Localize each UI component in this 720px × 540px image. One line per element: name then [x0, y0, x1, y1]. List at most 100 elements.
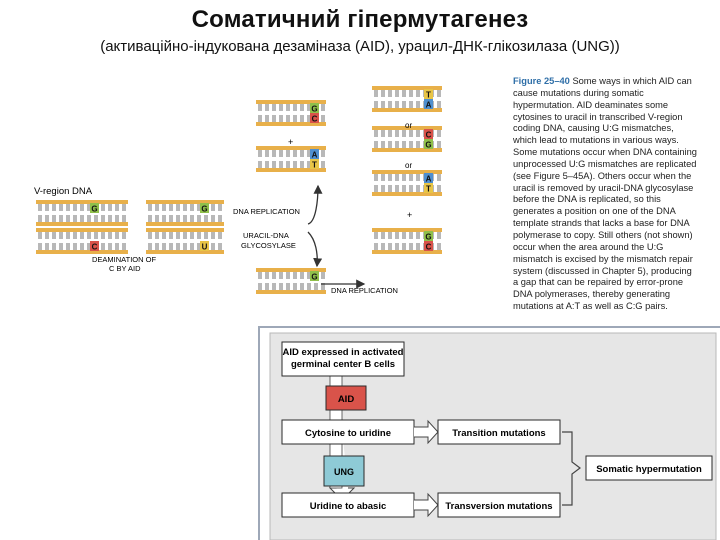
base-rung [272, 272, 276, 279]
base-rung [374, 90, 378, 97]
base-box-G [200, 203, 209, 213]
base-rung [183, 204, 187, 211]
base-rung [265, 150, 269, 157]
base-box-G [310, 271, 319, 281]
base-rung [265, 115, 269, 122]
base-rung [190, 204, 194, 211]
merge-brace [562, 431, 581, 506]
base-rung [286, 115, 290, 122]
figure-caption: Figure 25–40 Some ways in which AID can … [513, 76, 699, 313]
base-rung [300, 104, 304, 111]
base-rung [409, 232, 413, 239]
base-rung [155, 215, 159, 222]
base-rung [395, 101, 399, 108]
cytosine-to-uridine-box [281, 419, 415, 445]
base-rung [395, 185, 399, 192]
base-rung [183, 232, 187, 239]
base-rung [279, 272, 283, 279]
base-rung [395, 243, 399, 250]
base-rung [211, 215, 215, 222]
base-rung [381, 90, 385, 97]
base-rung [402, 174, 406, 181]
base-rung [265, 283, 269, 290]
base-rung [279, 115, 283, 122]
base-rung [272, 283, 276, 290]
base-rung [94, 232, 98, 239]
aid-label: AID [338, 394, 355, 405]
glycosylase-arrow [307, 231, 323, 268]
backbone-top [372, 170, 442, 174]
base-rung [197, 243, 201, 250]
backbone-bottom [146, 250, 224, 254]
base-rung [115, 215, 119, 222]
base-rung [395, 232, 399, 239]
base-rung [211, 232, 215, 239]
base-letter: G [91, 205, 97, 214]
base-rung [272, 104, 276, 111]
base-rung [293, 115, 297, 122]
base-rung [374, 101, 378, 108]
base-rung [314, 283, 318, 290]
base-rung [66, 204, 70, 211]
base-rung [272, 161, 276, 168]
base-letter: T [426, 91, 431, 100]
aid-expressed-line-2: germinal center B cells [291, 359, 395, 370]
base-rung [108, 215, 112, 222]
base-rung [73, 204, 77, 211]
base-rung [321, 115, 325, 122]
dna-replication-label: DNA REPLICATION [233, 207, 300, 216]
base-rung [258, 272, 262, 279]
deaminated-top-strand: G [146, 200, 224, 226]
base-rung [307, 272, 311, 279]
base-rung [218, 215, 222, 222]
base-rung [176, 232, 180, 239]
base-rung [416, 243, 420, 250]
deamination-label-2: C BY AID [109, 264, 141, 273]
base-rung [402, 141, 406, 148]
base-rung [59, 232, 63, 239]
base-rung [204, 232, 208, 239]
base-rung [307, 150, 311, 157]
page-title: Соматичний гіпермутагенез [191, 6, 529, 33]
base-rung [80, 232, 84, 239]
base-box-A [424, 173, 433, 183]
transition-mutations-label: Transition mutations [452, 428, 545, 439]
base-rung [258, 283, 262, 290]
base-box-U [200, 241, 209, 251]
base-box-G [90, 203, 99, 213]
base-rung [437, 90, 441, 97]
mid-product-2: AT [256, 146, 326, 172]
base-rung [374, 185, 378, 192]
deamination-label-1: DEAMINATION OF [92, 255, 156, 264]
base-rung [115, 204, 119, 211]
vregion-top-strand: G [36, 200, 128, 226]
base-rung [409, 130, 413, 137]
base-letter: U [202, 243, 208, 252]
backbone-top [372, 86, 442, 90]
base-rung [307, 161, 311, 168]
base-rung [197, 215, 201, 222]
base-rung [183, 243, 187, 250]
base-box-T [310, 159, 319, 169]
base-rung [300, 283, 304, 290]
base-rung [286, 150, 290, 157]
base-rung [374, 174, 378, 181]
backbone-bottom [372, 192, 442, 196]
base-rung [321, 283, 325, 290]
base-rung [258, 161, 262, 168]
base-rung [279, 150, 283, 157]
backbone-top [256, 100, 326, 104]
base-rung [155, 204, 159, 211]
backbone-bottom [36, 222, 128, 226]
base-box-T [424, 89, 433, 99]
base-rung [80, 215, 84, 222]
transition-mutations-box [437, 419, 561, 445]
base-letter: A [426, 175, 432, 184]
base-rung [108, 243, 112, 250]
base-letter: T [312, 161, 317, 170]
base-rung [218, 204, 222, 211]
base-rung [416, 101, 420, 108]
base-rung [437, 232, 441, 239]
base-rung [388, 185, 392, 192]
